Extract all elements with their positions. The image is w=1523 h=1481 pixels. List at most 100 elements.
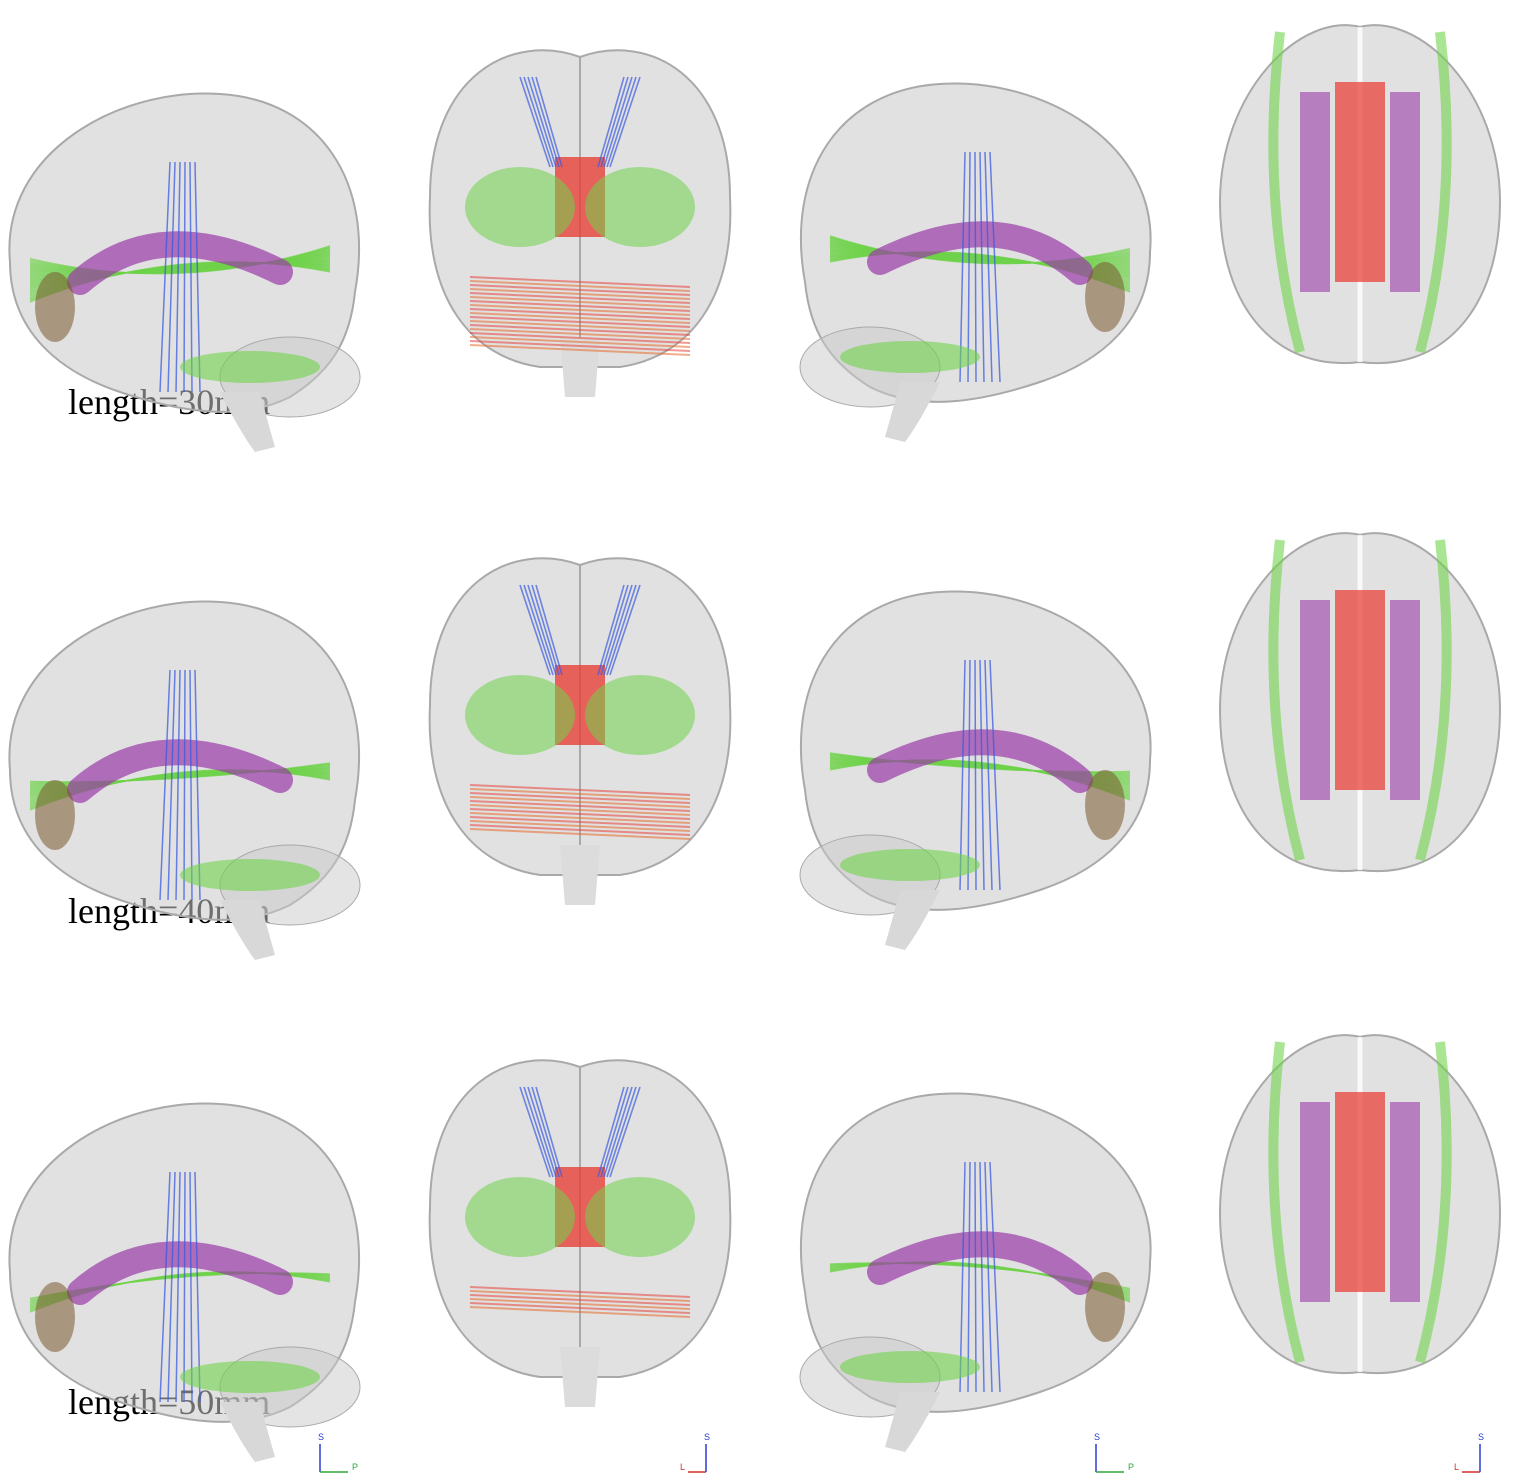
fiber-bundle-green: [465, 675, 575, 755]
fiber-tract: [469, 816, 691, 828]
fiber-tract: [469, 328, 691, 340]
fiber-bundle-green: [180, 859, 320, 891]
fiber-tract: [606, 584, 637, 676]
fiber-tract: [974, 659, 977, 891]
fiber-tract: [167, 161, 176, 393]
axis-label-h: P: [1128, 1462, 1134, 1472]
fiber-bundle-green: [180, 1361, 320, 1393]
fiber-tract: [967, 151, 971, 383]
fiber-tract: [967, 1161, 971, 1393]
fiber-tract: [469, 288, 691, 300]
fiber-tract: [974, 1161, 977, 1393]
corpus-callosum: [1335, 82, 1385, 282]
fiber-tract: [167, 1171, 176, 1403]
fiber-bundle-purple: [1300, 1102, 1330, 1302]
orientation-marker: SL: [680, 1432, 710, 1473]
fiber-tract: [469, 828, 691, 840]
fiber-tract: [979, 151, 985, 383]
fiber-tract: [469, 1298, 691, 1310]
panel-sagittal-right-row-1: [799, 82, 1152, 442]
fiber-tract: [600, 1086, 629, 1178]
fiber-bundle-purple: [867, 729, 1093, 793]
fiber-tract: [984, 659, 993, 891]
axis-label-s: S: [1478, 1432, 1484, 1442]
fiber-bundle-green: [585, 1177, 695, 1257]
fiber-tract: [29, 762, 331, 783]
fiber-tract: [469, 784, 691, 796]
axis-label-s: S: [1094, 1432, 1100, 1442]
fiber-tract: [527, 584, 557, 676]
fiber-bundle-purple: [67, 739, 293, 803]
fiber-tract: [29, 245, 331, 275]
fiber-tract: [597, 1086, 625, 1178]
fiber-tract: [469, 320, 691, 332]
fiber-tract: [469, 308, 691, 320]
fiber-tract: [959, 1161, 966, 1393]
fiber-tract: [600, 584, 629, 676]
fiber-tract: [194, 1171, 201, 1403]
fiber-tract: [469, 824, 691, 836]
fiber-tract: [519, 76, 551, 168]
fiber-tract: [603, 76, 633, 168]
fiber-tract: [519, 1086, 551, 1178]
orientation-marker: SP: [318, 1432, 358, 1473]
fiber-tract: [974, 151, 977, 383]
fiber-tract: [527, 1086, 557, 1178]
fiber-tract: [469, 1286, 691, 1298]
axis-label-h: L: [1454, 1462, 1459, 1472]
fiber-tract: [979, 1161, 985, 1393]
fiber-tract: [523, 584, 554, 676]
brainstem: [220, 1402, 275, 1462]
fiber-tract: [194, 669, 201, 901]
fiber-tract: [531, 76, 560, 168]
fiber-tract: [183, 669, 186, 901]
brainstem: [560, 337, 600, 397]
fiber-tract: [469, 800, 691, 812]
fiber-tract: [469, 304, 691, 316]
fiber-tract: [175, 161, 181, 393]
brainstem: [220, 900, 275, 960]
fiber-tract: [469, 1294, 691, 1306]
brainstem: [560, 1347, 600, 1407]
fiber-tract: [469, 336, 691, 348]
axis-label-s: S: [704, 1432, 710, 1442]
fiber-tract: [159, 1171, 171, 1403]
fiber-bundle-green: [1415, 1041, 1452, 1364]
brainstem: [220, 392, 275, 452]
fiber-bundle-green: [465, 167, 575, 247]
axis-label-h: L: [680, 1462, 685, 1472]
fiber-tract: [606, 76, 637, 168]
fiber-tract: [959, 151, 966, 383]
fiber-tract: [469, 344, 691, 356]
fiber-bundle-green: [180, 351, 320, 383]
fiber-bundle-green: [1268, 539, 1305, 862]
fiber-bundle-purple: [1390, 92, 1420, 292]
fiber-bundle-brown: [35, 272, 75, 342]
fiber-bundle-brown: [35, 780, 75, 850]
fiber-tract: [603, 1086, 633, 1178]
fiber-bundle-purple: [1300, 600, 1330, 800]
fiber-tract: [175, 669, 181, 901]
fiber-tract: [159, 161, 171, 393]
fiber-tract: [959, 659, 966, 891]
fiber-tract: [183, 161, 186, 393]
fiber-tract: [829, 752, 1131, 773]
fiber-tract: [979, 659, 985, 891]
panel-sagittal-left-row-3: [8, 1102, 361, 1462]
corpus-callosum: [1335, 1092, 1385, 1292]
fiber-bundle-brown: [1085, 262, 1125, 332]
fiber-bundle-brown: [1085, 1272, 1125, 1342]
fiber-tract: [609, 1086, 641, 1178]
panel-axial-row-1: [1218, 24, 1502, 365]
fiber-tract: [984, 1161, 993, 1393]
fiber-tract: [469, 1302, 691, 1314]
fiber-tract: [535, 584, 563, 676]
fiber-bundle-green: [1415, 31, 1452, 354]
fiber-bundle-brown: [1085, 770, 1125, 840]
corpus-callosum: [1335, 590, 1385, 790]
fiber-bundle-purple: [867, 1231, 1093, 1295]
fiber-tract: [597, 584, 625, 676]
fiber-tract: [469, 280, 691, 292]
panel-axial-row-2: [1218, 532, 1502, 873]
